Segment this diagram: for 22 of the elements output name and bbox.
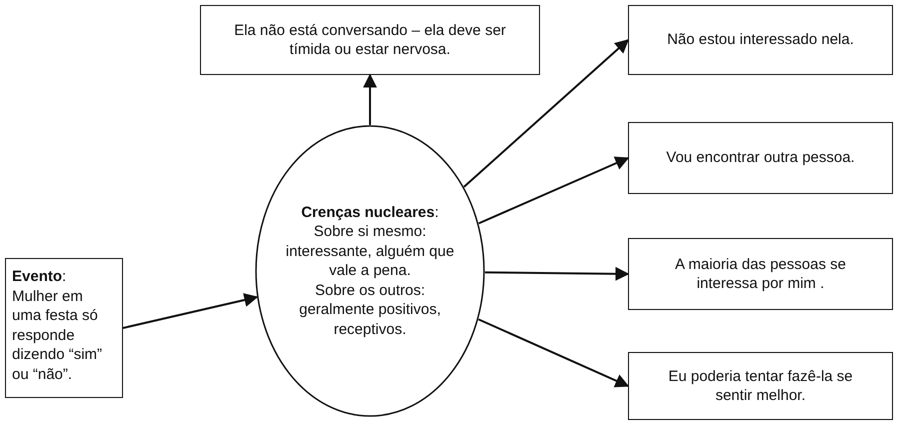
heading: Evento: xyxy=(12,267,68,286)
arrow xyxy=(478,156,630,224)
text-box xyxy=(628,352,893,420)
text-box xyxy=(628,122,893,194)
arrow xyxy=(463,39,630,188)
heading: Crenças nucleares: xyxy=(301,202,439,222)
box-text: Sobre os outros: geralmente positivos, receptivos. xyxy=(298,280,442,340)
arrow xyxy=(363,74,377,125)
box-text: Ela não está conversando – ela deve ser tímida ou estar nervosa. xyxy=(233,20,507,60)
text-box xyxy=(200,5,540,75)
text-box xyxy=(628,238,893,310)
box-text: Vou encontrar outra pessoa. xyxy=(665,148,856,168)
box-text: Mulher em uma festa só responde dizendo “sim” ou “não”. xyxy=(12,286,104,384)
text-box xyxy=(628,5,893,75)
arrow xyxy=(478,318,630,388)
box-text: A maioria das pessoas se interessa por mim . xyxy=(674,254,847,294)
box-text: Eu poderia tentar fazê-la se sentir melhor. xyxy=(667,366,854,406)
arrow xyxy=(484,266,630,281)
text-box xyxy=(5,258,123,398)
arrow xyxy=(122,293,258,329)
box-text: Sobre si mesmo: interessante, alguém que vale a pena. xyxy=(284,222,456,281)
box-text: Não estou interessado nela. xyxy=(666,30,855,50)
